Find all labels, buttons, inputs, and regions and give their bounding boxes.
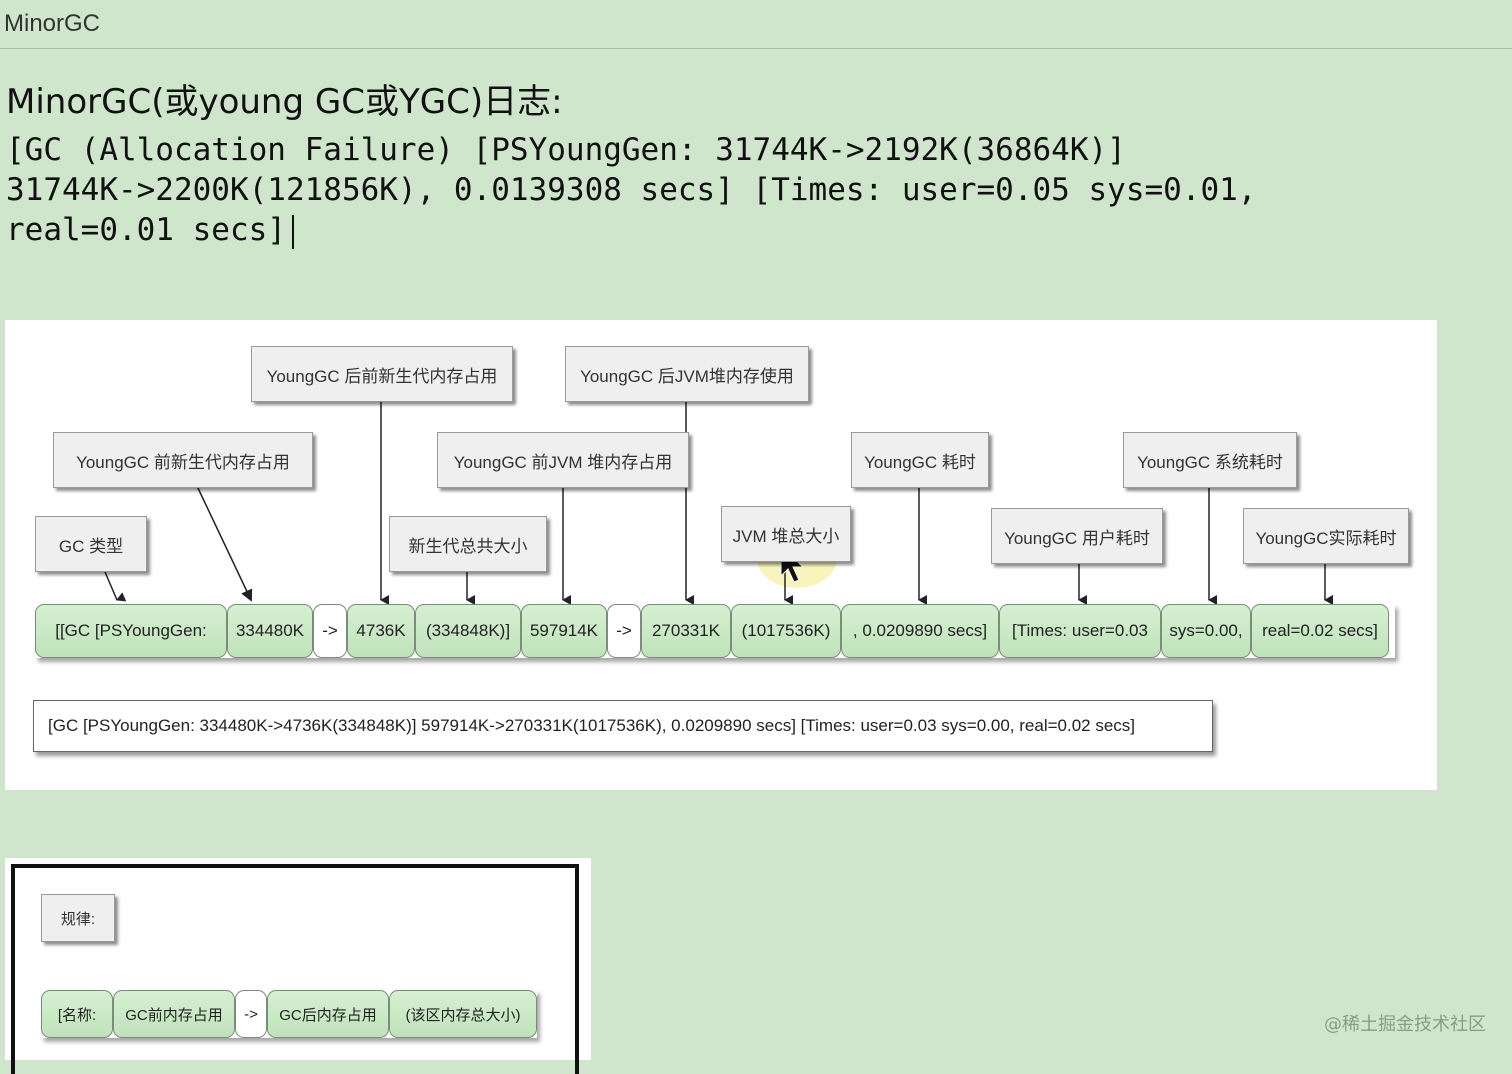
rule-frame xyxy=(11,864,579,1074)
callout-gc-time: YoungGC 耗时 xyxy=(851,432,989,488)
window-titlebar: MinorGC xyxy=(0,0,1512,49)
segment-jvm-after: 270331K xyxy=(641,604,731,658)
segment-real-time: real=0.02 secs] xyxy=(1251,604,1389,658)
segment-heap-total: (1017536K) xyxy=(731,604,841,658)
segment-arrow: -> xyxy=(313,604,347,658)
callout-young-total: 新生代总共大小 xyxy=(389,516,547,572)
rule-segment-strip: [名称: GC前内存占用 -> GC后内存占用 (该区内存总大小) xyxy=(41,990,537,1038)
segment-young-before: 334480K xyxy=(227,604,313,658)
log-line-3: real=0.01 secs] xyxy=(6,212,286,248)
rule-segment-total: (该区内存总大小) xyxy=(389,990,537,1038)
callout-sys-time: YoungGC 系统耗时 xyxy=(1123,432,1297,488)
segment-gc-prefix: [[GC [PSYoungGen: xyxy=(35,604,227,658)
segment-young-total: (334848K)] xyxy=(415,604,521,658)
segment-jvm-before: 597914K xyxy=(521,604,607,658)
callout-real-time: YoungGC实际耗时 xyxy=(1243,508,1409,564)
gc-log-text[interactable]: [GC (Allocation Failure) [PSYoungGen: 31… xyxy=(6,130,1406,250)
segment-user-time: [Times: user=0.03 xyxy=(999,604,1161,658)
rule-segment-before: GC前内存占用 xyxy=(113,990,235,1038)
rule-segment-name: [名称: xyxy=(41,990,113,1038)
callout-young-before: YoungGC 前新生代内存占用 xyxy=(53,432,313,488)
gc-log-diagram: YoungGC 后前新生代内存占用 YoungGC 后JVM堆内存使用 Youn… xyxy=(5,320,1437,790)
window-title: MinorGC xyxy=(4,10,101,37)
callout-arrows xyxy=(104,400,1333,605)
rule-diagram: 规律: [名称: GC前内存占用 -> GC后内存占用 (该区内存总大小) xyxy=(5,858,591,1074)
gc-log-segment-strip: [[GC [PSYoungGen: 334480K -> 4736K (3348… xyxy=(35,604,1395,658)
callout-user-time: YoungGC 用户耗时 xyxy=(991,508,1163,564)
rule-segment-after: GC后内存占用 xyxy=(267,990,389,1038)
segment-gc-time: , 0.0209890 secs] xyxy=(841,604,999,658)
rule-segment-arrow: -> xyxy=(235,990,267,1038)
log-line-1: [GC (Allocation Failure) [PSYoungGen: 31… xyxy=(6,132,1126,168)
callout-jvm-before: YoungGC 前JVM 堆内存占用 xyxy=(437,432,689,488)
arrow-young-before xyxy=(196,485,253,602)
callout-heap-total: JVM 堆总大小 xyxy=(721,506,851,562)
callout-gc-type: GC 类型 xyxy=(35,516,147,572)
segment-sys-time: sys=0.00, xyxy=(1161,604,1251,658)
page-heading: MinorGC(或young GC或YGC)日志: xyxy=(6,82,563,122)
watermark: @稀土掘金技术社区 xyxy=(1324,1014,1486,1035)
arrow-gc-type xyxy=(104,571,127,602)
callout-young-after: YoungGC 后前新生代内存占用 xyxy=(251,346,513,402)
sample-log-line: [GC [PSYoungGen: 334480K->4736K(334848K)… xyxy=(33,700,1213,752)
segment-young-after: 4736K xyxy=(347,604,415,658)
segment-arrow: -> xyxy=(607,604,641,658)
rule-label: 规律: xyxy=(41,894,115,942)
log-line-2: 31744K->2200K(121856K), 0.0139308 secs] … xyxy=(6,172,1257,208)
callout-jvm-after: YoungGC 后JVM堆内存使用 xyxy=(565,346,809,402)
text-cursor xyxy=(291,214,294,249)
